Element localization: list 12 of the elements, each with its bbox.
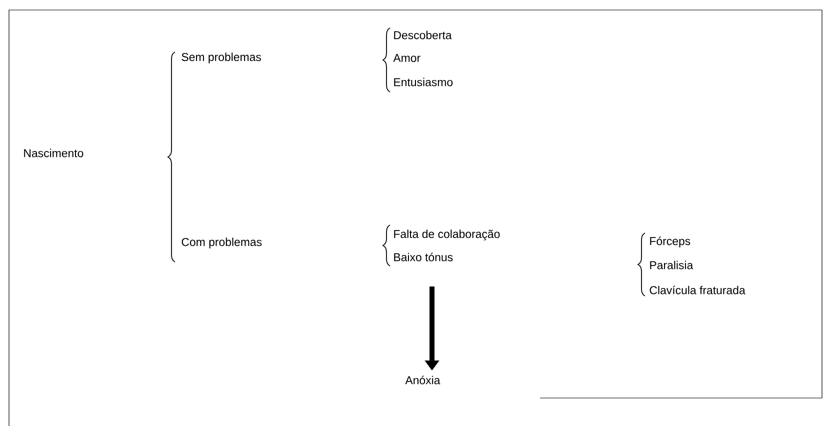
item-text: Baixo tónus — [394, 252, 453, 262]
item-text: Nascimento — [24, 148, 84, 158]
item-text: Sem problemas — [182, 52, 261, 64]
item-text: Paralisia — [650, 260, 694, 270]
item-text: Com problemas — [182, 238, 262, 248]
item-text: Clavícula fraturada — [650, 286, 746, 294]
item-text: Entusiasmo — [394, 78, 453, 86]
item-text: Amor — [393, 54, 420, 62]
item-text: Descoberta — [394, 30, 452, 40]
item-text: Falta de colaboração — [394, 230, 500, 240]
item-text: Fórceps — [650, 236, 690, 248]
item-text: Anóxia — [405, 376, 440, 384]
